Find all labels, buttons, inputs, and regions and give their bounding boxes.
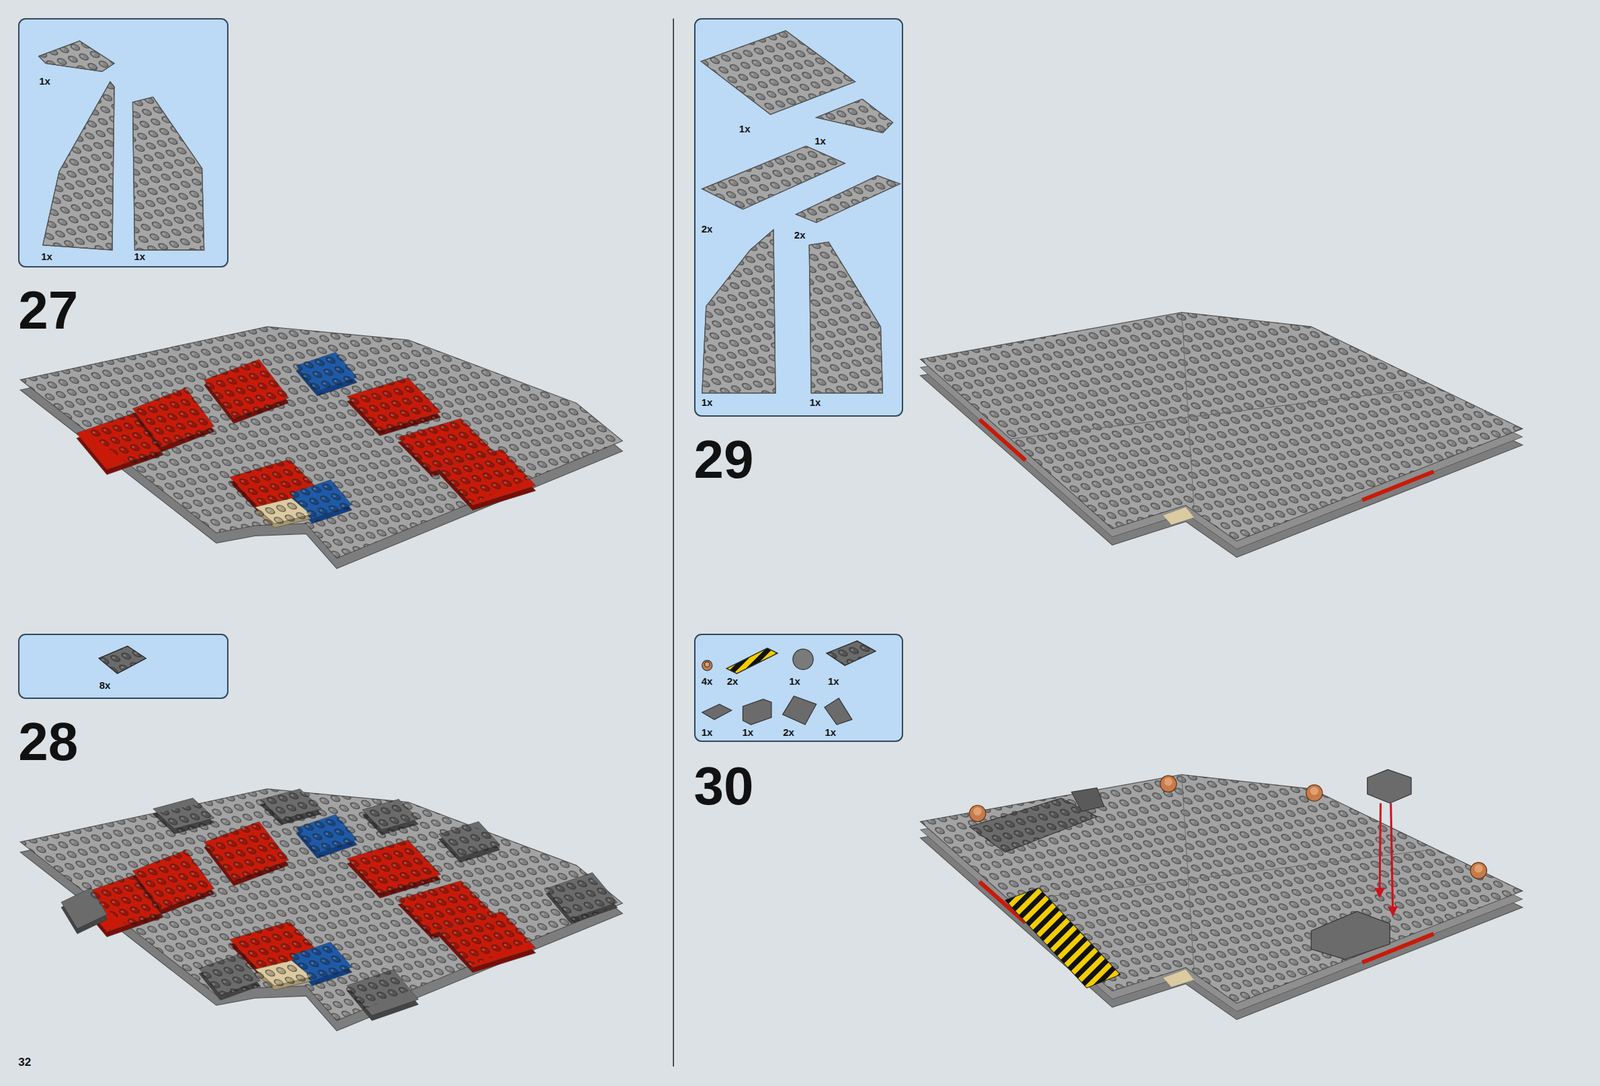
part-count: 8x <box>99 680 111 691</box>
model-step-27 <box>20 326 623 569</box>
part-count: 1x <box>701 727 713 738</box>
part-count: 1x <box>739 123 751 134</box>
part-count: 1x <box>701 397 713 408</box>
part-count: 1x <box>824 727 836 738</box>
callout-background <box>18 18 904 742</box>
part-count: 1x <box>809 397 822 408</box>
part-count: 2x <box>782 727 795 738</box>
part-count: 2x <box>727 676 739 687</box>
part-images <box>38 40 205 250</box>
model-step-29 <box>920 312 1523 558</box>
part-images <box>702 641 876 726</box>
part-count: 1x <box>38 75 51 87</box>
part-count: 2x <box>794 229 806 240</box>
parts-callout: 4x 2x 1x 1x 1x 1x 2x 1x <box>694 633 904 742</box>
part-count: 2x <box>701 223 713 234</box>
page-number: 32 <box>18 1056 31 1068</box>
part-count: 1x <box>40 251 53 262</box>
part-images <box>98 645 146 674</box>
step-number: 28 <box>18 714 78 769</box>
model-step-30 <box>920 769 1523 1020</box>
step-number: 29 <box>694 432 754 487</box>
part-count: 4x <box>701 676 713 687</box>
parts-callout: 1x 1x 1x <box>18 18 229 268</box>
parts-callout: 8x <box>18 633 229 699</box>
step-number: 30 <box>694 759 754 814</box>
page-divider <box>672 18 675 1066</box>
part-images <box>700 30 900 394</box>
part-count: 1x <box>827 676 840 687</box>
part-count: 1x <box>133 251 146 262</box>
part-count: 1x <box>741 727 754 738</box>
parts-callout: 1x 1x 2x 2x 1x 1x <box>694 18 904 416</box>
model-step-28 <box>20 788 623 1031</box>
step-number: 27 <box>18 283 78 338</box>
part-count: 1x <box>788 676 801 687</box>
part-count: 1x <box>814 135 826 146</box>
